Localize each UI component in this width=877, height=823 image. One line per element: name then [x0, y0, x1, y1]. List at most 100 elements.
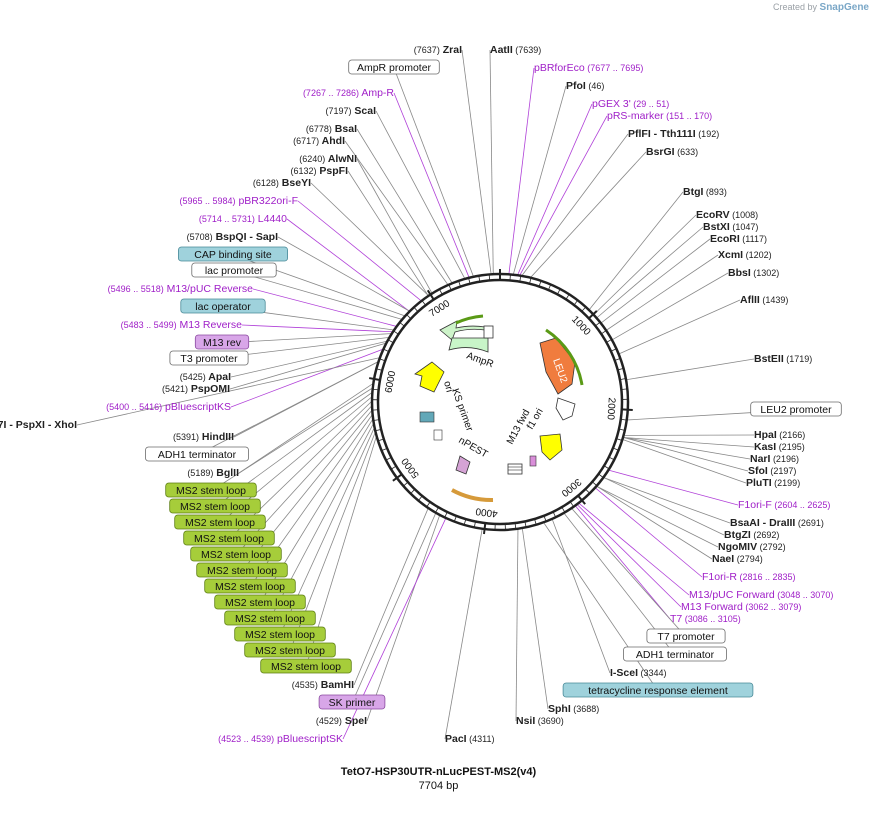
feature-label[interactable]: (6128) BseYI — [253, 177, 311, 189]
primer-label: (4523 .. 4539) pBluescriptSK — [218, 733, 343, 745]
feature-label[interactable]: BtgI (893) — [683, 186, 727, 198]
feature-label[interactable]: EcoRV (1008) — [696, 209, 758, 221]
feature-npest[interactable]: nPEST KS primer — [419, 387, 494, 503]
feature-label[interactable]: MS2 stem loop — [260, 658, 352, 674]
feature-label[interactable]: NsiI (3690) — [516, 715, 564, 727]
feature-label[interactable]: PfoI (46) — [566, 80, 604, 92]
feature-label-text: MS2 stem loop — [225, 597, 295, 609]
feature-label[interactable]: (5496 .. 5518) M13/pUC Reverse — [108, 283, 253, 295]
feature-label[interactable]: (6778) BsaI — [306, 123, 357, 135]
feature-label[interactable]: CAP binding site — [177, 246, 288, 262]
feature-label[interactable]: (5391) HindIII — [173, 431, 234, 443]
feature-label[interactable]: BstXI (1047) — [703, 221, 758, 233]
backbone — [370, 272, 630, 532]
feature-ori[interactable]: ori — [414, 361, 455, 394]
feature-label[interactable]: lac promoter — [191, 262, 277, 278]
feature-leu2[interactable]: LEU2 — [539, 328, 584, 421]
feature-label[interactable]: ADH1 terminator — [145, 446, 249, 462]
feature-label[interactable]: (5483 .. 5499) M13 Reverse — [121, 319, 243, 331]
feature-label[interactable]: (6717) AhdI — [293, 135, 345, 147]
enzyme-label: SfoI (2197) — [748, 465, 796, 477]
feature-label[interactable]: F1ori-F (2604 .. 2625) — [738, 499, 830, 511]
feature-label[interactable]: tetracycline response element — [562, 682, 754, 698]
feature-label[interactable]: (7197) ScaI — [325, 105, 376, 117]
feature-label[interactable]: NgoMIV (2792) — [718, 541, 786, 553]
feature-label-text: MS2 stem loop — [245, 629, 315, 641]
plasmid-length: 7704 bp — [418, 780, 459, 792]
feature-label[interactable]: (4535) BamHI — [292, 679, 354, 691]
feature-label[interactable]: MS2 stem loop — [174, 514, 266, 530]
feature-label[interactable]: (4523 .. 4539) pBluescriptSK — [218, 733, 343, 745]
feature-label[interactable]: (5708) BspQI - SapI — [187, 231, 278, 243]
feature-label[interactable]: NarI (2196) — [750, 453, 799, 465]
feature-label[interactable]: M13/pUC Forward (3048 .. 3070) — [689, 589, 833, 601]
feature-label[interactable]: T7 promoter — [646, 628, 726, 644]
feature-label-ks-primer: KS primer — [449, 387, 475, 433]
feature-label[interactable]: (5189) BglII — [187, 467, 239, 479]
feature-label[interactable]: NaeI (2794) — [712, 553, 763, 565]
feature-label[interactable]: (5965 .. 5984) pBR322ori-F — [180, 195, 299, 207]
feature-ampr[interactable]: AmpR — [439, 320, 495, 370]
feature-label[interactable]: PacI (4311) — [445, 733, 494, 745]
feature-label[interactable]: (4529) SpeI — [316, 715, 367, 727]
feature-label[interactable]: lac operator — [180, 298, 266, 314]
feature-label[interactable]: LEU2 promoter — [750, 401, 842, 417]
feature-label[interactable]: HpaI (2166) — [754, 429, 805, 441]
primer-label: (5483 .. 5499) M13 Reverse — [121, 319, 243, 331]
feature-label[interactable]: PluTI (2199) — [746, 477, 800, 489]
feature-label[interactable]: MS2 stem loop — [169, 498, 261, 514]
feature-label[interactable]: SK primer — [318, 694, 386, 710]
feature-label[interactable]: (5412) AbsI - PaeR7I - PspXI - XhoI — [0, 419, 77, 431]
feature-label[interactable]: MS2 stem loop — [183, 530, 275, 546]
feature-label[interactable]: M13 Forward (3062 .. 3079) — [681, 601, 801, 613]
enzyme-label: (4535) BamHI — [292, 679, 354, 691]
feature-label[interactable]: BstEII (1719) — [754, 353, 812, 365]
feature-label[interactable]: KasI (2195) — [754, 441, 805, 453]
feature-label[interactable]: (7637) ZraI — [414, 44, 462, 56]
primer-label: F1ori-R (2816 .. 2835) — [702, 571, 796, 583]
feature-label[interactable]: T3 promoter — [169, 350, 249, 366]
feature-label[interactable]: BtgZI (2692) — [724, 529, 779, 541]
feature-label[interactable]: XcmI (1202) — [718, 249, 772, 261]
feature-label[interactable]: AatII (7639) — [490, 44, 541, 56]
enzyme-label: BsrGI (633) — [646, 146, 698, 158]
feature-label[interactable]: ADH1 terminator — [623, 646, 727, 662]
feature-label[interactable]: MS2 stem loop — [214, 594, 306, 610]
feature-label[interactable]: MS2 stem loop — [244, 642, 336, 658]
feature-label[interactable]: pGEX 3' (29 .. 51) — [592, 98, 669, 110]
feature-label[interactable]: MS2 stem loop — [165, 482, 257, 498]
feature-label-text: lac operator — [195, 301, 251, 313]
enzyme-label: (7637) ZraI — [414, 44, 462, 56]
feature-label[interactable]: I-SceI (3344) — [610, 667, 667, 679]
feature-label[interactable]: PflFI - Tth111I (192) — [628, 128, 719, 140]
feature-label[interactable]: (6240) AlwNI — [299, 153, 357, 165]
feature-label[interactable]: (5425) ApaI — [180, 371, 231, 383]
feature-label-text: tetracycline response element — [588, 685, 728, 697]
feature-label[interactable]: M13 rev — [194, 334, 250, 350]
feature-label[interactable]: SphI (3688) — [548, 703, 599, 715]
feature-label[interactable]: BsaAI - DraIII (2691) — [730, 517, 824, 529]
feature-label[interactable]: T7 (3086 .. 3105) — [670, 613, 741, 625]
feature-label[interactable]: (7267 .. 7286) Amp-R — [303, 87, 394, 99]
feature-label[interactable]: (5400 .. 5416) pBluescriptKS — [106, 401, 231, 413]
feature-label[interactable]: MS2 stem loop — [234, 626, 326, 642]
feature-label[interactable]: (5714 .. 5731) L4440 — [199, 213, 287, 225]
feature-label[interactable]: pBRforEco (7677 .. 7695) — [534, 62, 643, 74]
feature-label[interactable]: MS2 stem loop — [204, 578, 296, 594]
feature-label[interactable]: MS2 stem loop — [196, 562, 288, 578]
feature-label[interactable]: BbsI (1302) — [728, 267, 779, 279]
feature-label[interactable]: MS2 stem loop — [190, 546, 282, 562]
feature-label[interactable]: (6132) PspFI — [290, 165, 348, 177]
tick-marks — [368, 269, 633, 535]
feature-f1-ori[interactable]: f1 ori M13 fwd — [505, 407, 563, 475]
feature-label[interactable]: F1ori-R (2816 .. 2835) — [702, 571, 796, 583]
feature-label[interactable]: EcoRI (1117) — [710, 233, 767, 245]
feature-label[interactable]: BsrGI (633) — [646, 146, 698, 158]
feature-label[interactable]: MS2 stem loop — [224, 610, 316, 626]
feature-label[interactable]: AflII (1439) — [740, 294, 788, 306]
feature-label[interactable]: SfoI (2197) — [748, 465, 796, 477]
feature-label[interactable]: (5421) PspOMI — [162, 383, 230, 395]
feature-label[interactable]: AmpR promoter — [348, 59, 440, 75]
feature-label[interactable]: pRS-marker (151 .. 170) — [607, 110, 712, 122]
